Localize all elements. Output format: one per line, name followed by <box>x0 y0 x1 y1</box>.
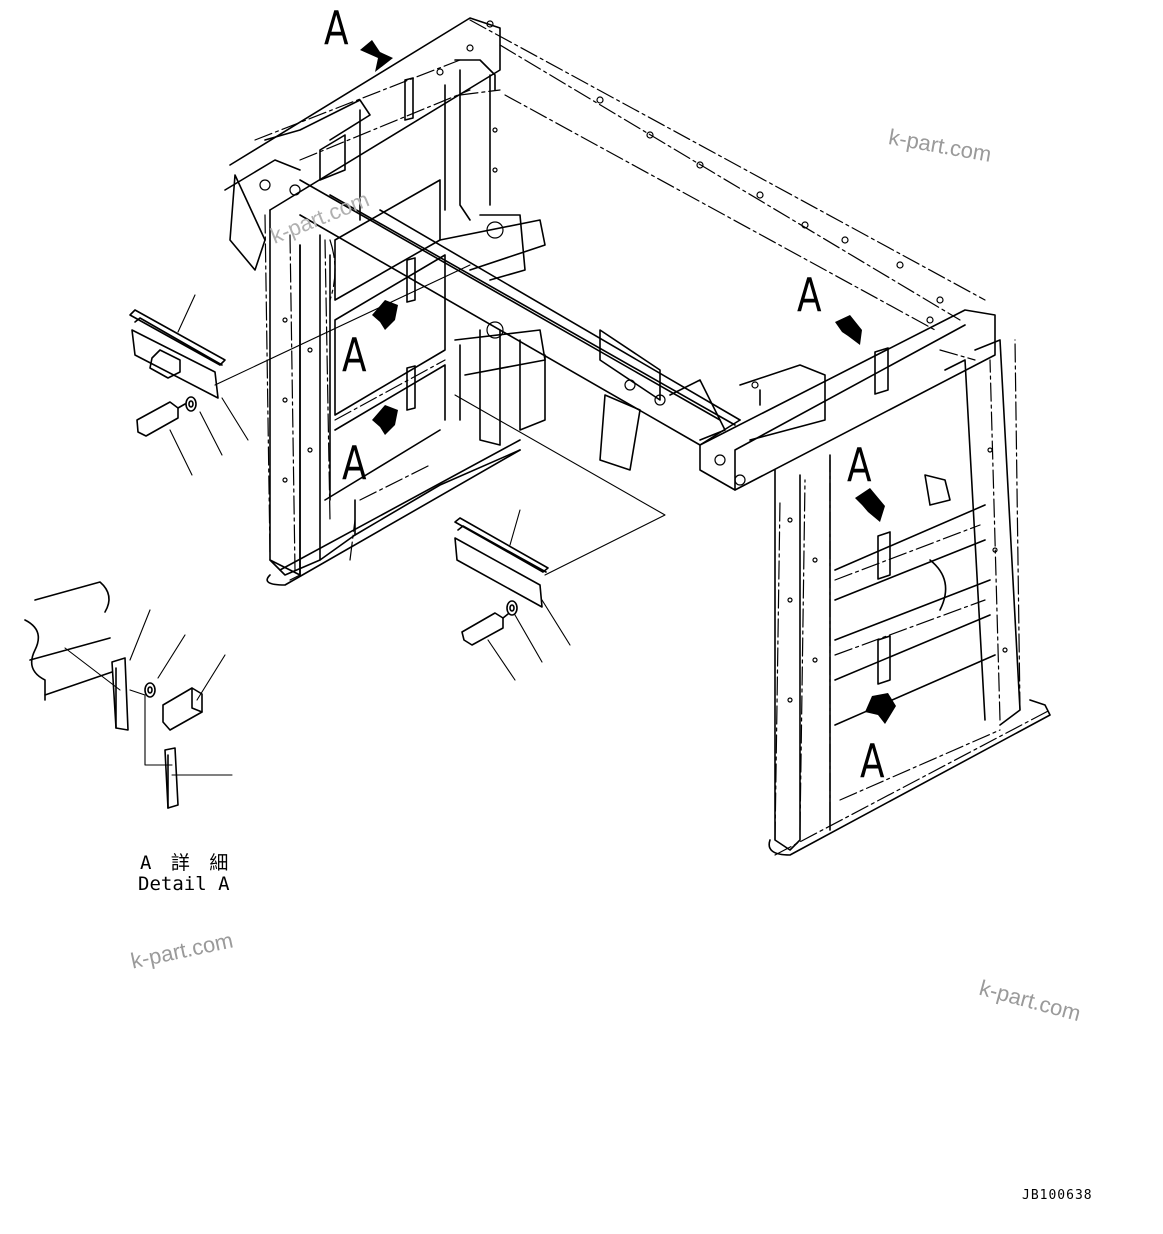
drawing-id: JB100638 <box>1022 1188 1093 1203</box>
callout-arrows <box>360 40 896 724</box>
callout-a-right-top: A <box>797 268 822 322</box>
left-part-group <box>129 309 226 437</box>
leader-lines <box>64 264 666 776</box>
detail-title-japanese: A 詳 細 <box>140 852 233 874</box>
detail-title-english: Detail A <box>138 873 230 895</box>
callout-a-left-middle: A <box>342 328 367 382</box>
frame-bolt-holes <box>259 20 1008 703</box>
callout-a-right-lower: A <box>860 734 885 788</box>
center-part-group <box>454 517 549 646</box>
frame-clip-strips <box>404 77 891 685</box>
detail-a-view <box>24 581 203 809</box>
left-side-frame <box>224 17 521 586</box>
callout-a-top: A <box>324 1 349 55</box>
center-cross-beam <box>299 179 826 471</box>
callout-a-right-middle: A <box>847 438 872 492</box>
phantom-lines <box>254 19 1051 856</box>
right-side-frame <box>699 309 1051 856</box>
callout-a-left-lower: A <box>342 436 367 490</box>
